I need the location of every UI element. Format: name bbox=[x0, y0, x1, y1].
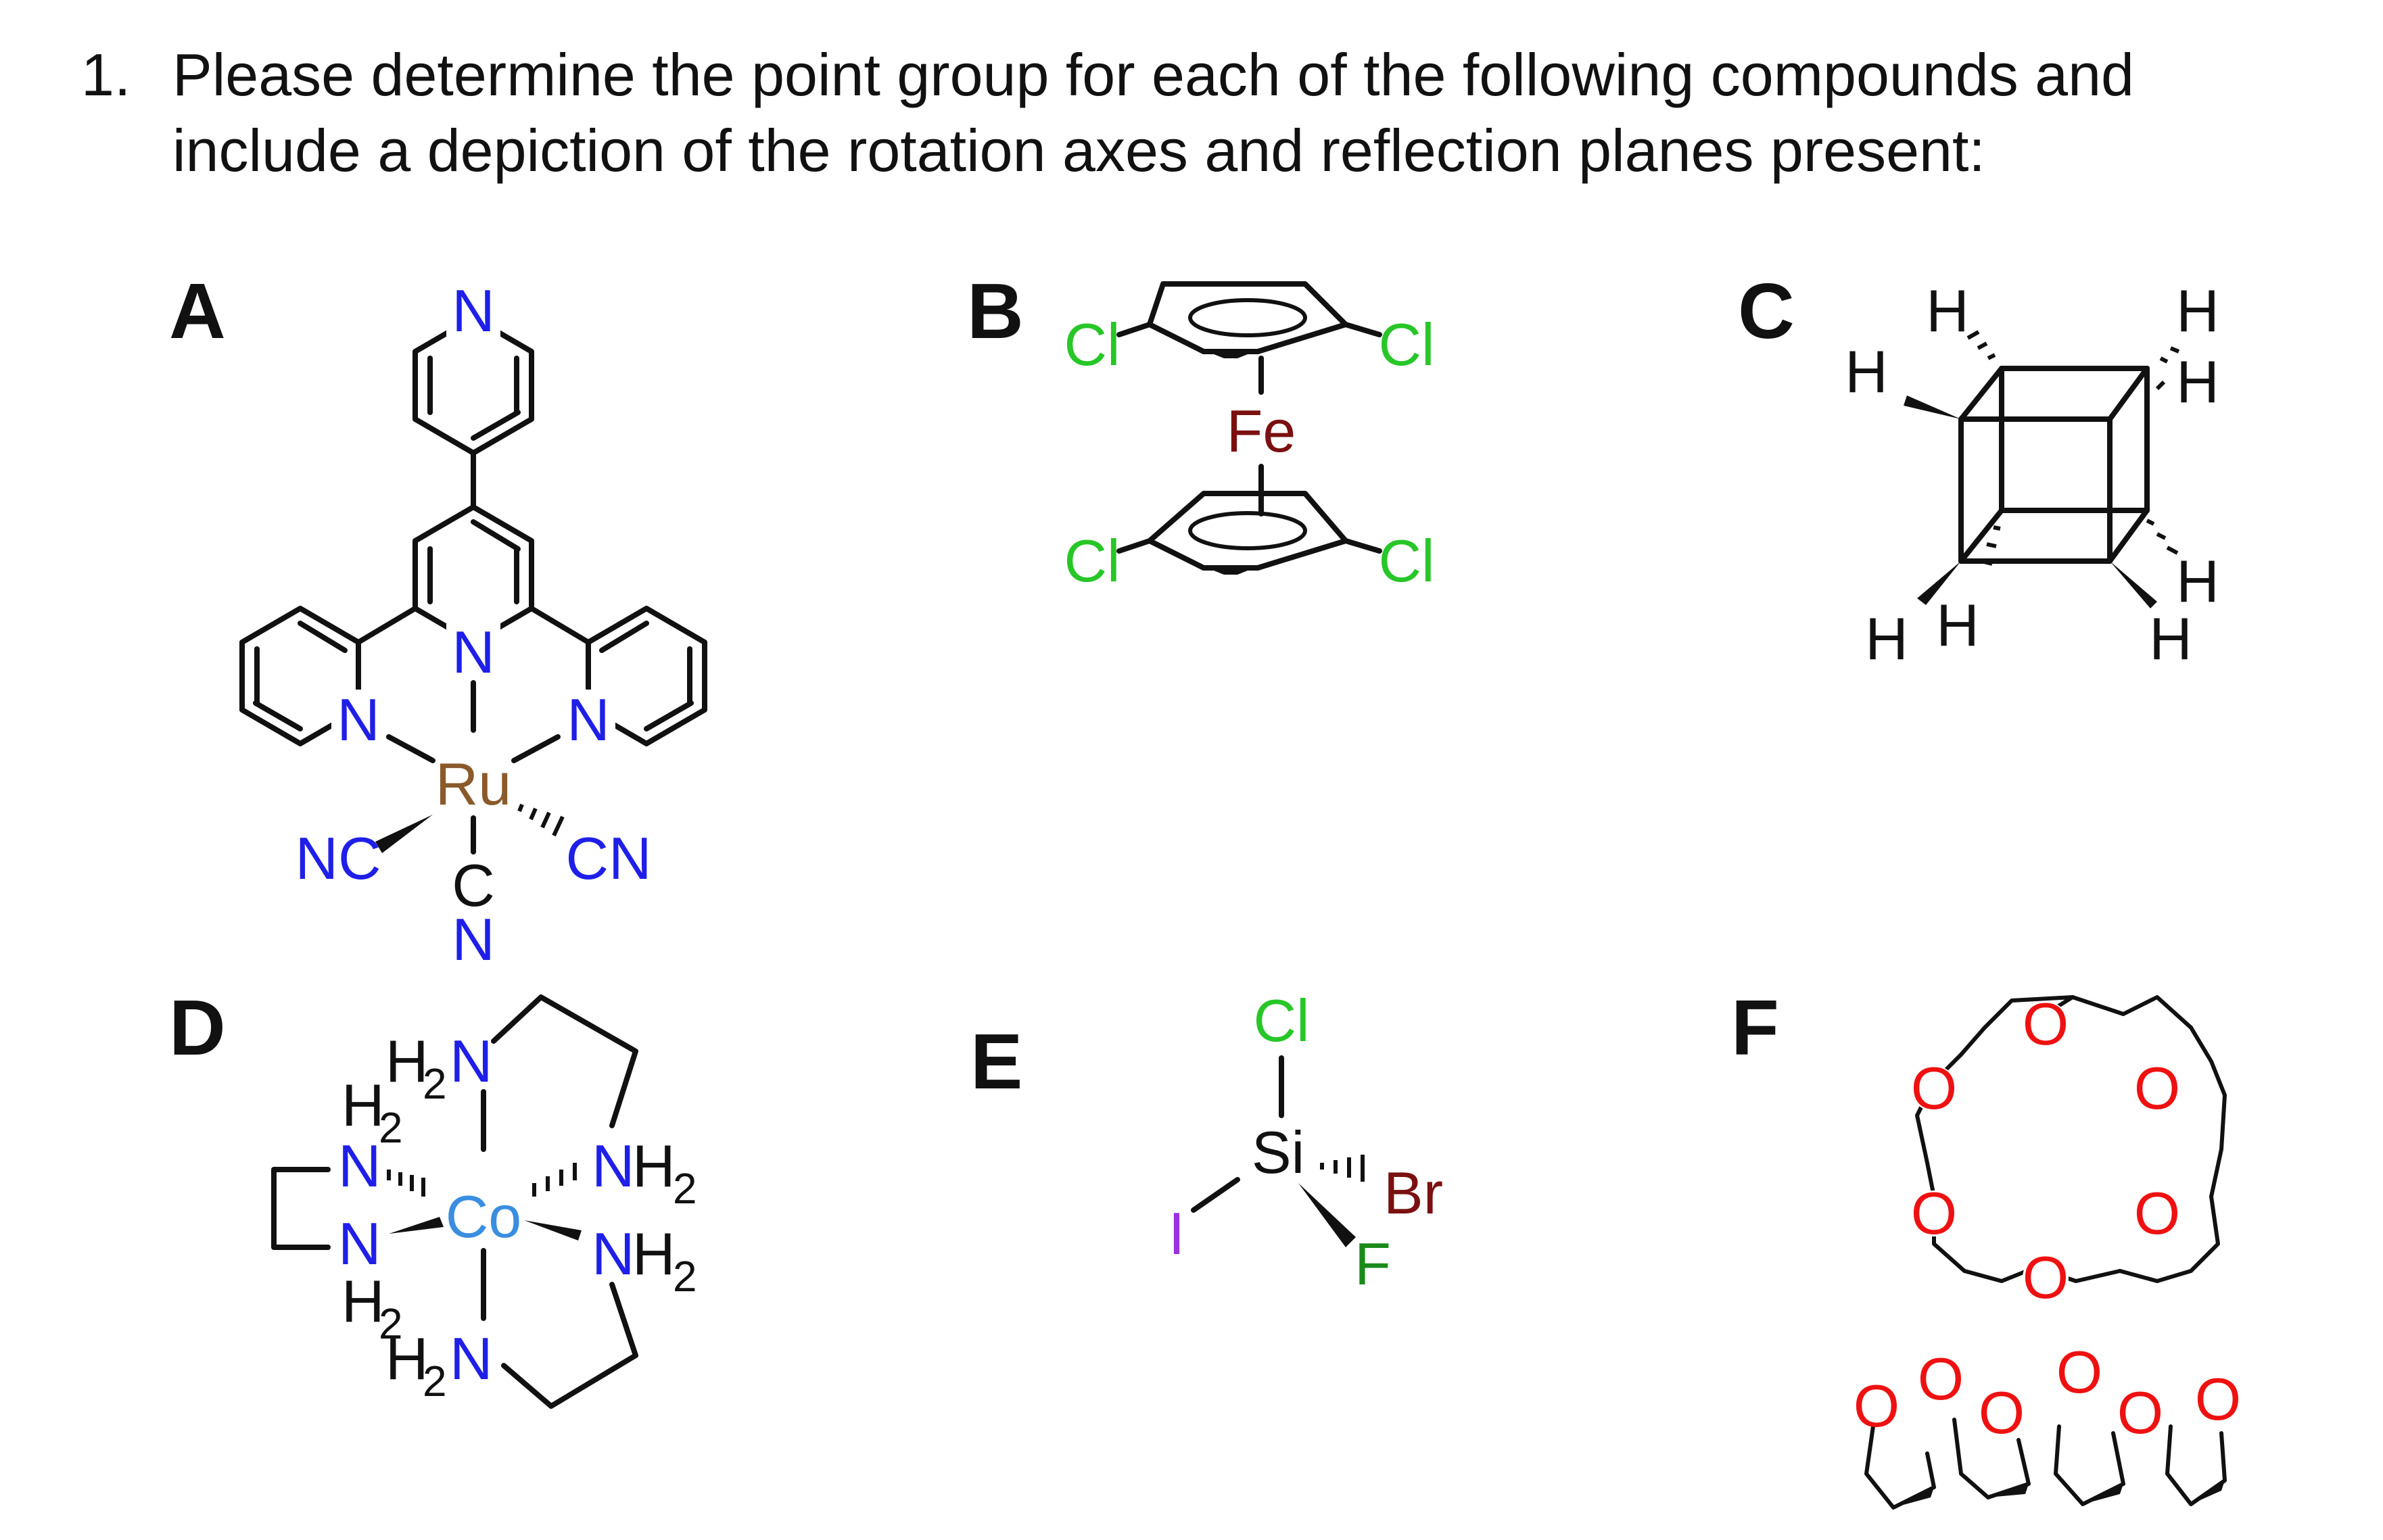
atom-h-3: H bbox=[1845, 338, 1888, 405]
bottom-ethylene-backbone bbox=[501, 1282, 638, 1409]
atom-o-side-3: O bbox=[1979, 1379, 2025, 1446]
atom-f: F bbox=[1354, 1230, 1391, 1297]
sub-2-d-2: 2 bbox=[379, 1103, 403, 1152]
sub-2-d-3: 2 bbox=[673, 1164, 697, 1213]
compound-a: A N N N N Ru bbox=[169, 267, 707, 973]
question-text: Please determine the point group for eac… bbox=[172, 41, 2134, 184]
wedge-bond-nc bbox=[375, 815, 433, 853]
atom-h-d-3: H bbox=[632, 1132, 676, 1199]
label-d: D bbox=[169, 984, 226, 1072]
atom-n-d-left-1: N bbox=[338, 1132, 381, 1199]
atom-nc-left: NC bbox=[295, 825, 381, 892]
atom-n-bottom: N bbox=[452, 906, 495, 973]
sub-2-d-1: 2 bbox=[423, 1059, 447, 1108]
compound-b: B Cl Cl Fe Cl Cl bbox=[967, 267, 1435, 594]
hashed-bond-d-right bbox=[532, 1163, 577, 1197]
label-c: C bbox=[1738, 267, 1795, 355]
compound-d: D H 2 N H 2 N N Co N H 2 bbox=[169, 984, 697, 1409]
crown-ether-side-view: O O O O O O bbox=[1854, 1339, 2241, 1510]
atom-o-3: O bbox=[2134, 1055, 2180, 1122]
label-f: F bbox=[1731, 984, 1779, 1072]
sub-2-d-6: 2 bbox=[423, 1357, 447, 1405]
wedge-bond-d-right bbox=[524, 1220, 582, 1241]
atom-o-side-4: O bbox=[2056, 1339, 2102, 1405]
question-number: 1. bbox=[81, 41, 131, 108]
cubane-cage bbox=[1958, 366, 2150, 564]
atom-h-8: H bbox=[2149, 605, 2192, 672]
atom-n-d-right-2: N bbox=[592, 1220, 635, 1287]
atom-h-1: H bbox=[1926, 277, 1969, 344]
label-a: A bbox=[169, 267, 226, 355]
wedge-bond-h bbox=[2110, 561, 2157, 608]
atom-h-d-1: H bbox=[385, 1028, 429, 1094]
atom-o-4: O bbox=[1911, 1180, 1957, 1247]
atom-o-5: O bbox=[2134, 1180, 2180, 1247]
atom-o-1: O bbox=[2023, 990, 2069, 1057]
wedge-bond-h bbox=[1917, 561, 1961, 605]
atom-br: Br bbox=[1384, 1159, 1443, 1226]
bottom-cp-aromatic-circle bbox=[1188, 511, 1307, 550]
atom-o-side-6: O bbox=[2195, 1366, 2241, 1433]
atom-o-side-2: O bbox=[1918, 1345, 1964, 1412]
atom-n-d-right-1: N bbox=[592, 1132, 635, 1199]
label-b: B bbox=[967, 267, 1024, 355]
crown-ether-top-view: O O O O O O bbox=[1911, 990, 2227, 1311]
top-cp-aromatic-circle bbox=[1188, 298, 1307, 337]
atom-cl-top-left: Cl bbox=[1064, 311, 1120, 378]
compound-e: E Cl Si I Br F bbox=[970, 987, 1443, 1297]
atom-h-5: H bbox=[2176, 548, 2219, 615]
atom-h-d-4: H bbox=[632, 1220, 676, 1287]
atom-h-d-5: H bbox=[341, 1268, 385, 1334]
sub-2-d-5: 2 bbox=[379, 1299, 403, 1348]
atom-c-bottom: C bbox=[452, 852, 495, 919]
atom-h-4: H bbox=[2176, 348, 2219, 415]
atom-fe: Fe bbox=[1227, 398, 1296, 464]
hashed-bond-si-br bbox=[1320, 1155, 1365, 1182]
atom-si: Si bbox=[1252, 1119, 1304, 1186]
wedge-bond-h bbox=[1904, 395, 1961, 419]
wedge-bond-d-left bbox=[389, 1217, 444, 1234]
atom-cl-e: Cl bbox=[1253, 987, 1309, 1054]
atom-o-side-1: O bbox=[1854, 1372, 1900, 1439]
atom-h-d-2: H bbox=[341, 1072, 385, 1138]
atom-cl-bottom-right: Cl bbox=[1378, 527, 1434, 594]
atom-cl-bottom-left: Cl bbox=[1064, 527, 1120, 594]
atom-o-2: O bbox=[1911, 1055, 1957, 1122]
hashed-bond-cn bbox=[517, 803, 565, 837]
wedge-bond-si-f bbox=[1298, 1183, 1356, 1247]
top-cp-ring bbox=[1147, 281, 1348, 354]
bottom-cp-ring bbox=[1147, 491, 1348, 571]
top-ethylene-backbone bbox=[491, 994, 638, 1128]
atom-i: I bbox=[1169, 1200, 1185, 1267]
atom-o-side-5: O bbox=[2117, 1379, 2163, 1446]
left-ethylene-backbone bbox=[271, 1167, 331, 1250]
hashed-bond-d-left bbox=[387, 1170, 425, 1197]
atom-n-top: N bbox=[452, 277, 495, 344]
compound-c: C H H H H H H H H bbox=[1738, 267, 2219, 672]
hashed-bonds-h bbox=[1966, 330, 2180, 566]
atom-h-7: H bbox=[1936, 592, 1979, 658]
atom-cn-right: CN bbox=[565, 825, 651, 892]
compound-f: F O O O O O O bbox=[1731, 984, 2241, 1510]
atom-n-right: N bbox=[567, 686, 610, 753]
atom-co: Co bbox=[446, 1183, 522, 1250]
atom-n-left: N bbox=[337, 686, 380, 753]
label-e: E bbox=[970, 1017, 1022, 1105]
atom-n-d-top: N bbox=[450, 1028, 493, 1094]
atom-n-d-left-2: N bbox=[338, 1210, 381, 1277]
atom-o-6: O bbox=[2023, 1244, 2069, 1311]
atom-ru: Ru bbox=[435, 750, 512, 817]
atom-h-6: H bbox=[1865, 605, 1908, 672]
atom-cl-top-right: Cl bbox=[1378, 311, 1434, 378]
atom-h-2: H bbox=[2176, 277, 2219, 344]
atom-n-d-bottom: N bbox=[450, 1325, 493, 1392]
atom-n-center: N bbox=[452, 619, 495, 685]
sub-2-d-4: 2 bbox=[673, 1252, 697, 1301]
atom-h-d-6: H bbox=[385, 1325, 429, 1392]
